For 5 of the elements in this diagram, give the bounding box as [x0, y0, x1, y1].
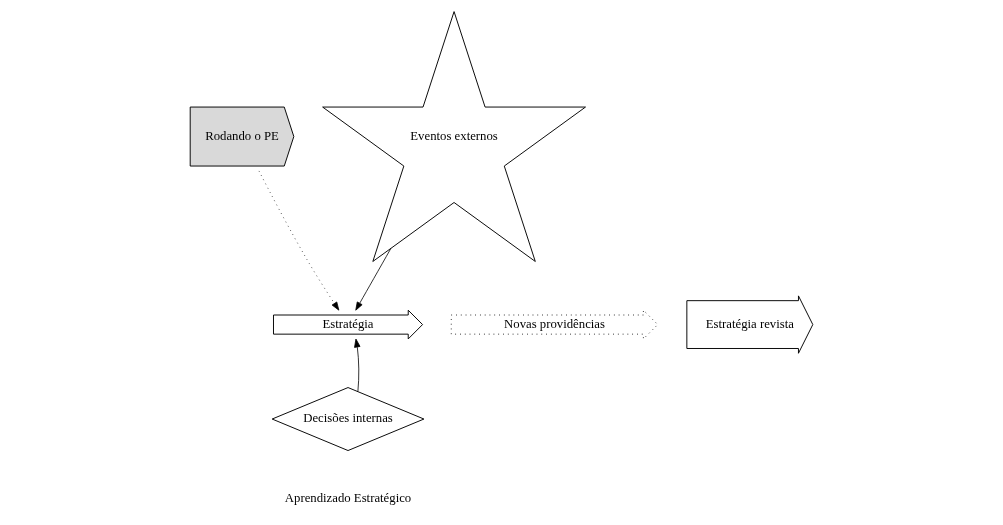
arrow	[258, 170, 340, 311]
label: Aprendizado Estratégico	[284, 491, 412, 506]
node-diamond: Decisões internas	[271, 387, 425, 451]
arrow	[355, 248, 392, 311]
arrow	[354, 338, 361, 392]
